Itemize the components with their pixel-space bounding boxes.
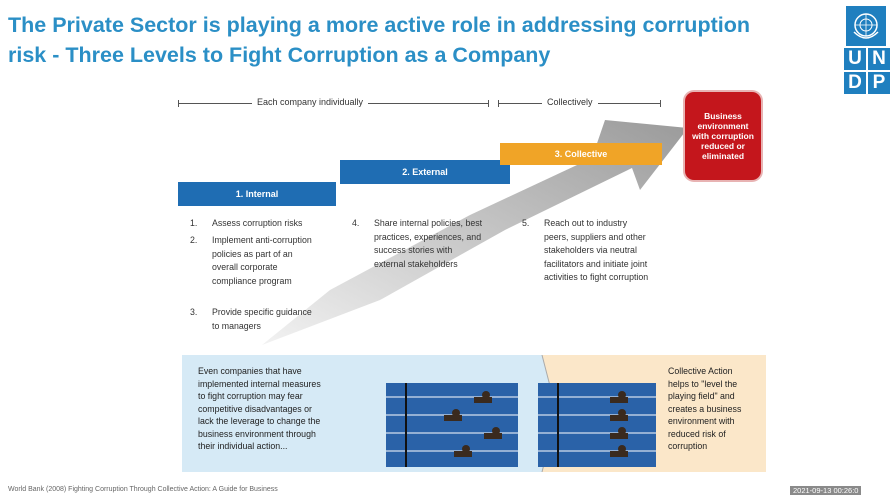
comparison-left-line: competitive disadvantages or [198,403,312,414]
goal-text: Business environment with corruption red… [692,111,754,161]
level-external: 2. External [340,160,510,184]
item-text: Share internal policies, best [374,218,483,228]
scale-tick [178,100,179,107]
comparison-left-text: Even companies that have implemented int… [198,365,378,453]
level-internal-label: 1. Internal [235,189,279,199]
comparison-right-line: Collective Action [668,366,733,376]
list-item: 5. Reach out to industry peers, supplier… [522,217,682,287]
timestamp-badge: 2021-09-13 00:26:0 [790,486,862,495]
level-external-label: 2. External [402,167,448,177]
logo-letter: D [844,72,866,94]
comparison-left-line: lack the leverage to change the [198,416,321,426]
comparison-right-line: reduced risk of [668,428,726,439]
logo-letter: U [844,48,866,70]
scale-tick [660,100,661,107]
item-text: stakeholders via neutral [544,245,637,255]
undp-letters: U N D P [844,48,890,94]
slide-title: The Private Sector is playing a more act… [8,10,798,70]
comparison-right-line: creates a business [668,403,742,414]
comparison-left-line: implemented internal measures [198,378,321,389]
comparison-panel: Even companies that have implemented int… [182,355,766,472]
item-number: 5. [522,218,530,228]
item-text: peers, suppliers and other [544,231,646,242]
item-text: practices, experiences, and [374,231,482,242]
item-text: overall corporate [212,262,278,272]
logo-letter: P [868,72,890,94]
source-citation: World Bank (2008) Fighting Corruption Th… [8,486,278,493]
item-text: activities to fight corruption [544,272,649,282]
scale-tick [498,100,499,107]
item-text: facilitators and initiate joint [544,258,648,269]
comparison-right-text: Collective Action helps to "level the pl… [668,365,764,453]
item-text: external stakeholders [374,258,458,269]
slide-title-line-2: risk - Three Levels to Fight Corruption … [8,43,551,67]
level-collective: 3. Collective [500,143,662,165]
scale-label-individual: Each company individually [252,97,369,107]
comparison-left-line: Even companies that have [198,366,302,376]
item-text: success stories with [374,245,453,255]
level-internal: 1. Internal [178,182,336,206]
item-number: 4. [352,218,360,228]
goal-box: Business environment with corruption red… [685,92,761,180]
comparison-right-line: playing field" and [668,391,735,401]
scale-tick [488,100,489,107]
list-item: 1. Assess corruption risks [190,217,340,231]
logo-letter: N [868,48,890,70]
item-text: policies as part of an [212,248,293,259]
scale-label-collective: Collectively [542,97,598,107]
item-number: 3. [190,307,198,317]
item-text: to managers [212,320,261,331]
item-number: 1. [190,218,198,228]
item-text: Reach out to industry [544,218,628,228]
comparison-right-line: corruption [668,441,708,451]
list-item: 2. Implement anti-corruption policies as… [190,234,340,290]
item-text: Provide specific guidance [212,307,312,317]
item-text: Implement anti-corruption [212,235,312,245]
item-text: Assess corruption risks [212,218,303,228]
comparison-left-line: their individual action... [198,441,288,451]
list-item: 4. Share internal policies, best practic… [352,217,512,273]
comparison-right-line: helps to "level the [668,378,738,389]
un-emblem-icon [846,6,886,46]
running-track-level-icon [538,383,656,467]
item-text: compliance program [212,275,292,286]
comparison-right-line: environment with [668,416,735,426]
undp-logo: U N D P [843,6,890,94]
item-number: 2. [190,235,198,245]
slide-title-line-1: The Private Sector is playing a more act… [8,13,750,37]
comparison-left-line: to fight corruption may fear [198,391,303,401]
level-collective-label: 3. Collective [554,149,608,159]
running-track-uneven-icon [386,383,518,467]
list-item: 3. Provide specific guidance to managers [190,306,340,334]
comparison-left-line: business environment through [198,428,316,439]
